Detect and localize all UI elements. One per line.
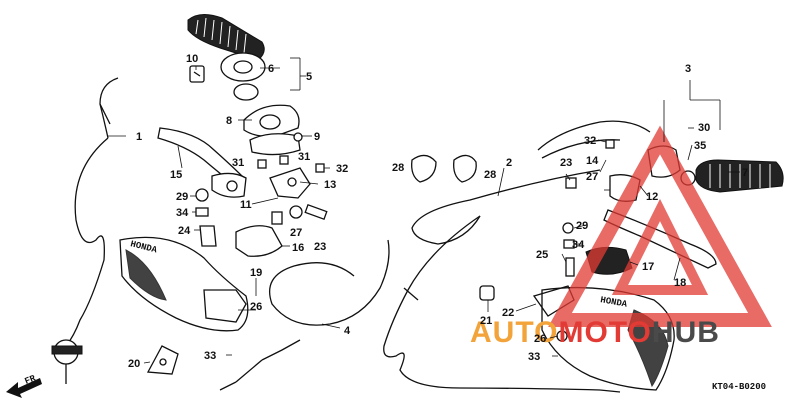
callout-10: 10 [186,53,198,65]
callout-31b: 31 [298,151,310,163]
callout-5: 5 [306,71,312,83]
callout-2: 2 [506,157,512,169]
callout-35: 35 [694,140,706,152]
right-handguard-brand: HONDA [599,295,628,310]
callout-18: 18 [674,277,686,289]
watermark-auto: AUTO [470,316,558,349]
clutch-cable-part-4 [219,239,390,391]
bracket-part-13 [269,167,311,199]
callout-22: 22 [502,307,514,319]
callout-16: 16 [292,242,304,254]
callout-23b: 23 [560,157,572,169]
clutch-lever [157,127,247,198]
throttle-housing [243,104,303,156]
watermark-moto: MOTO [558,316,651,349]
callout-numbers: 1 15 10 6 5 8 9 31 31 32 13 11 29 34 24 … [128,53,748,370]
watermark-triangle [548,125,772,327]
callout-12: 12 [646,191,658,203]
callout-29a: 29 [176,191,188,203]
leader-lines [108,57,740,364]
bolts-mid [257,155,328,221]
callout-28b: 28 [484,169,496,181]
callout-11: 11 [240,199,252,211]
callout-3: 3 [685,63,691,75]
callout-26a: 26 [250,301,262,313]
callout-6: 6 [268,63,274,75]
callout-19: 19 [250,267,262,279]
callout-27b: 27 [586,171,598,183]
watermark-text: AUTOMOTOHUB [470,316,720,349]
cable-part-2 [383,169,621,393]
callout-8: 8 [226,115,232,127]
diagram-code: KT04-B0200 [712,382,766,392]
callout-34b: 34 [572,239,585,251]
screw-part-10 [189,65,205,83]
left-handguard [119,236,249,332]
callout-1: 1 [136,131,142,143]
right-hardware [479,139,615,301]
callout-4: 4 [344,325,351,337]
callout-24: 24 [178,225,191,237]
callout-23a: 23 [314,241,326,253]
callout-29b: 29 [576,220,588,232]
callout-13: 13 [324,179,336,191]
front-marker-label: FR [23,373,37,387]
callout-17: 17 [642,261,654,273]
callout-27a: 27 [290,227,302,239]
callout-7: 7 [742,167,748,179]
callout-14: 14 [586,155,599,167]
front-arrow-icon [6,378,42,398]
switch-housing-part-16 [235,211,283,257]
callout-31a: 31 [232,157,244,169]
callout-9: 9 [314,131,320,143]
callout-21: 21 [480,315,492,327]
callout-33b: 33 [528,351,540,363]
callout-34a: 34 [176,207,189,219]
clamps-part-28 [411,154,477,183]
callout-20: 20 [128,358,140,370]
callout-28a: 28 [392,162,404,174]
callout-26b: 26 [534,333,546,345]
watermark-hub: HUB [652,316,720,349]
throttle-grip [187,14,266,101]
callout-32b: 32 [584,135,596,147]
throttle-cable-part-1 [51,77,119,384]
bracket-part-20 [146,345,179,375]
grip-part-7 [695,159,784,193]
callout-30: 30 [698,122,710,134]
left-hardware [195,188,217,247]
callout-32a: 32 [336,163,348,175]
callout-25: 25 [536,249,548,261]
brake-lever-part-18 [603,209,717,269]
callout-33a: 33 [204,350,216,362]
callout-15: 15 [170,169,182,181]
